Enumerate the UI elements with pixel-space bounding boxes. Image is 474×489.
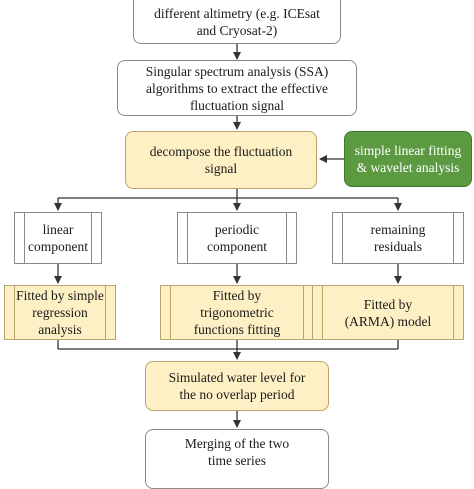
box-linear-component: linear component <box>14 212 102 264</box>
box-decompose-signal: decompose the fluctuation signal <box>125 131 317 189</box>
box-merging-time-series-line-2: time series <box>207 453 267 468</box>
box-merging-time-series: Merging of the two time series <box>145 429 329 489</box>
box-periodic-component: periodic component <box>177 212 297 264</box>
box-fit-linear-line-2: regression <box>32 305 88 320</box>
box-decomposition-method: simple linear fitting & wavelet analysis <box>344 131 472 187</box>
box-ssa-line-2: algorithms to extract the effective <box>146 80 328 96</box>
box-fit-residuals: Fitted by (ARMA) model <box>312 285 464 340</box>
box-fit-residuals-line-2: (ARMA) model <box>344 313 432 329</box>
box-simulated-water-level: Simulated water level for the no overlap… <box>145 361 329 411</box>
box-simulated-water-level-line-2: the no overlap period <box>179 387 295 402</box>
box-linear-component-line-1: linear <box>42 222 74 237</box>
box-ssa-line-1: Singular spectrum analysis (SSA) <box>145 63 329 79</box>
box-fit-linear-line-3: analysis <box>38 322 82 337</box>
box-fit-residuals-line-1: Fitted by <box>363 296 413 312</box>
box-fit-periodic-line-3: functions fitting <box>193 322 281 337</box>
box-fit-linear: Fitted by simple regression analysis <box>4 285 116 340</box>
box-simulated-water-level-line-1: Simulated water level for <box>168 370 306 385</box>
box-altimetry-source-line-2: and Cryosat-2) <box>196 23 278 38</box>
box-remaining-residuals-line-2: residuals <box>374 239 422 254</box>
box-fit-periodic: Fitted by trigonometric functions fittin… <box>160 285 314 340</box>
box-decompose-signal-line-2: signal <box>204 161 238 176</box>
box-altimetry-source-line-1: different altimetry (e.g. ICEsat <box>154 6 320 21</box>
box-ssa-line-3: fluctuation signal <box>189 97 285 113</box>
box-remaining-residuals-line-1: remaining <box>370 222 426 237</box>
box-decomposition-method-line-2: & wavelet analysis <box>356 160 460 175</box>
box-remaining-residuals: remaining residuals <box>332 212 464 264</box>
box-altimetry-source: different altimetry (e.g. ICEsat and Cry… <box>133 0 341 44</box>
box-fit-periodic-line-1: Fitted by <box>212 288 262 303</box>
box-decomposition-method-line-1: simple linear fitting <box>354 143 462 158</box>
box-periodic-component-line-1: periodic <box>214 222 260 237</box>
box-fit-linear-line-1: Fitted by simple <box>16 288 104 303</box>
box-ssa: Singular spectrum analysis (SSA) algorit… <box>117 60 357 116</box>
box-merging-time-series-line-1: Merging of the two <box>184 436 290 451</box>
box-periodic-component-line-2: component <box>207 239 267 254</box>
box-linear-component-line-2: component <box>28 239 88 254</box>
box-decompose-signal-line-1: decompose the fluctuation <box>149 144 293 159</box>
flow-connectors <box>54 44 402 428</box>
box-fit-periodic-line-2: trigonometric <box>200 305 274 320</box>
